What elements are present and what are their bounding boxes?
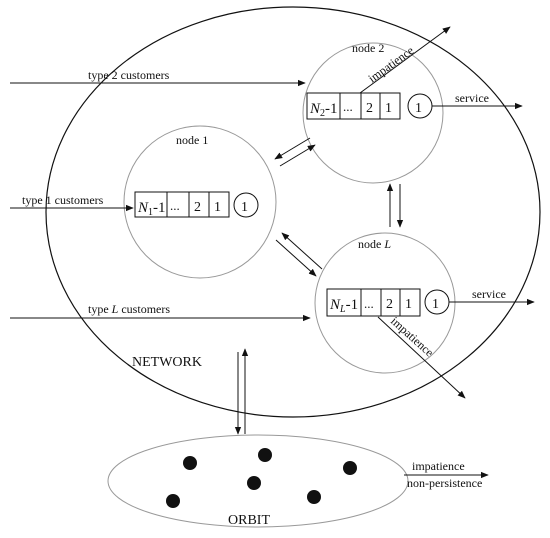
- network-label: NETWORK: [132, 355, 202, 370]
- node-2-label: node 2: [352, 41, 384, 55]
- orbit-ellipse: [107, 434, 409, 528]
- orbit-nonpersistence-label: non-persistence: [407, 476, 482, 490]
- type-1-label: type 1 customers: [22, 193, 104, 207]
- node-2-slot-2: 2: [366, 101, 373, 116]
- node-L-server-label: 1: [432, 297, 439, 312]
- node-2-impatience-arrow: [359, 26, 451, 94]
- node-L-circle: [314, 232, 456, 374]
- node-L-service-label: service: [472, 287, 506, 301]
- route-L-to-1-arrow: [281, 232, 323, 270]
- node-2-dots: ...: [343, 99, 353, 114]
- node-2-slot-1: 1: [385, 101, 392, 116]
- node-L-slot-1: 1: [405, 297, 412, 312]
- node-2-circle: [302, 42, 444, 184]
- route-1-to-2-arrow: [279, 144, 316, 167]
- node-L-label: node L: [358, 237, 391, 251]
- orbit-customer: [247, 476, 261, 490]
- node-2-capacity: N2-1: [309, 101, 338, 119]
- orbit-label: ORBIT: [228, 513, 270, 528]
- node-2-server-label: 1: [415, 101, 422, 116]
- network-boundary: [45, 6, 541, 418]
- node-1-dots: ...: [170, 198, 180, 213]
- type-2-label: type 2 customers: [88, 68, 170, 82]
- node-L-queue: NL-1 ... 2 1 1: [326, 288, 450, 317]
- node-2-service-label: service: [455, 91, 489, 105]
- node-1-queue: N1-1 ... 2 1 1: [134, 191, 259, 218]
- node-1-slot-1: 1: [214, 200, 221, 215]
- orbit-impatience-label: impatience: [412, 459, 465, 473]
- node-L-capacity: NL-1: [329, 297, 358, 315]
- node-1-server-label: 1: [241, 200, 248, 215]
- node-L-impatience-arrow: [377, 316, 466, 399]
- orbit-customer: [307, 490, 321, 504]
- node-L-dots: ...: [364, 296, 374, 311]
- node-1-server: [233, 192, 259, 218]
- node-1-capacity: N1-1: [137, 200, 166, 218]
- node-2-queue: N2-1 ... 2 1 1: [306, 92, 433, 120]
- type-L-label: type L customers: [88, 302, 170, 316]
- node-L-impatience-label: impatience: [388, 314, 436, 360]
- route-1-to-L-arrow: [275, 239, 317, 277]
- node-1-slot-2: 2: [194, 200, 201, 215]
- orbit-customer: [343, 461, 357, 475]
- orbit-customer: [258, 448, 272, 462]
- route-2-to-1-arrow: [274, 137, 311, 160]
- node-1-circle: [123, 125, 277, 279]
- orbit-customer: [183, 456, 197, 470]
- node-L-slot-2: 2: [386, 297, 393, 312]
- node-1-label: node 1: [176, 133, 208, 147]
- orbit-customer: [166, 494, 180, 508]
